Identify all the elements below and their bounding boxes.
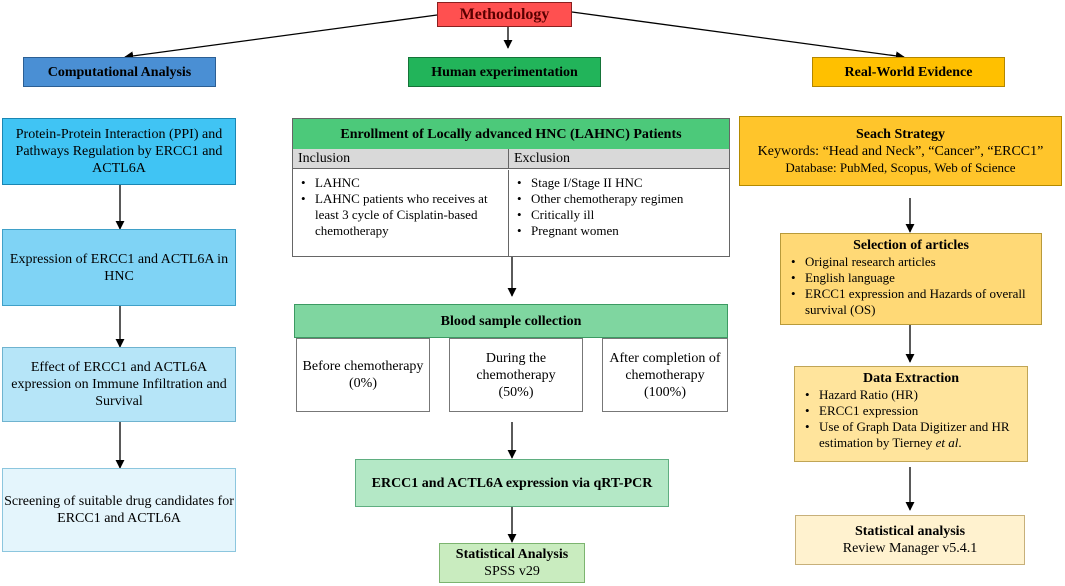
arrow-top-to-rwe [571,11,905,61]
arrow-top-to-computational [124,14,438,61]
phase-after-pct: (100%) [644,384,686,400]
drug-screening-text: Screening of suitable drug candidates fo… [4,494,234,526]
phase-after-label: After completion of chemotherapy [609,350,721,383]
exclusion-header: Exclusion [509,149,729,169]
human-stats-title: Statistical Analysis [455,547,569,562]
inclusion-header: Inclusion [293,149,509,169]
computational-analysis-header: Computational Analysis [23,57,216,87]
immune-infiltration-text: Effect of ERCC1 and ACTL6A expression on… [11,360,227,409]
phase-during-box: During the chemotherapy (50%) [449,338,583,412]
real-world-evidence-label: Real-World Evidence [844,64,973,80]
methodology-node: Methodology [437,2,572,27]
real-world-evidence-header: Real-World Evidence [812,57,1005,87]
search-keywords: Keywords: “Head and Neck”, “Cancer”, “ER… [757,144,1044,159]
qpcr-text: ERCC1 and ACTL6A expression via qRT-PCR [371,475,653,491]
qpcr-box: ERCC1 and ACTL6A expression via qRT-PCR [355,459,669,507]
data-extraction-box: Data Extraction Hazard Ratio (HR) ERCC1 … [794,366,1028,462]
exclusion-item: Other chemotherapy regimen [517,191,725,207]
rwe-stats-title: Statistical analysis [854,524,966,539]
enrollment-table: Enrollment of Locally advanced HNC (LAHN… [292,118,730,257]
methodology-label: Methodology [459,5,550,23]
search-strategy-title: Seach Strategy [855,127,946,142]
blood-collection-text: Blood sample collection [440,313,582,329]
human-experimentation-label: Human experimentation [431,64,578,80]
inclusion-list: LAHNC LAHNC patients who receives at lea… [297,175,504,239]
exclusion-item: Critically ill [517,207,725,223]
search-database: Database: PubMed, Scopus, Web of Science [785,160,1016,175]
exclusion-label: Exclusion [514,151,570,166]
phase-after-box: After completion of chemotherapy (100%) [602,338,728,412]
human-stats-sub: SPSS v29 [484,564,540,579]
phase-during-label: During the chemotherapy [476,350,556,383]
phase-before-pct: (0%) [349,376,377,391]
extraction-item: ERCC1 expression [805,403,1021,419]
phase-before-label: Before chemotherapy [302,359,424,374]
data-extraction-list: Hazard Ratio (HR) ERCC1 expression Use o… [801,387,1021,451]
immune-infiltration-box: Effect of ERCC1 and ACTL6A expression on… [2,347,236,422]
expression-hnc-text: Expression of ERCC1 and ACTL6A in HNC [9,251,229,284]
ppi-pathways-box: Protein-Protein Interaction (PPI) and Pa… [2,118,236,185]
enrollment-title-text: Enrollment of Locally advanced HNC (LAHN… [340,126,682,142]
rwe-stats-sub: Review Manager v5.4.1 [842,541,978,556]
ppi-pathways-text: Protein-Protein Interaction (PPI) and Pa… [15,127,223,176]
inclusion-label: Inclusion [298,151,351,166]
selection-item: ERCC1 expression and Hazards of overall … [791,286,1035,318]
exclusion-item: Stage I/Stage II HNC [517,175,725,191]
selection-articles-list: Original research articles English langu… [787,254,1035,318]
human-stats-box: Statistical Analysis SPSS v29 [439,543,585,583]
extraction-item-tierney: Use of Graph Data Digitizer and HR estim… [805,419,1021,451]
tierney-text: Use of Graph Data Digitizer and HR estim… [819,419,1010,450]
exclusion-item: Pregnant women [517,223,725,239]
search-strategy-box: Seach Strategy Keywords: “Head and Neck”… [739,116,1062,186]
data-extraction-title: Data Extraction [862,371,960,386]
expression-hnc-box: Expression of ERCC1 and ACTL6A in HNC [2,229,236,306]
selection-item: English language [791,270,1035,286]
drug-screening-box: Screening of suitable drug candidates fo… [2,468,236,552]
tierney-et-al: et al [935,435,959,450]
phase-before-box: Before chemotherapy (0%) [296,338,430,412]
inclusion-cell: LAHNC LAHNC patients who receives at lea… [293,170,509,256]
exclusion-list: Stage I/Stage II HNC Other chemotherapy … [513,175,725,239]
selection-articles-box: Selection of articles Original research … [780,233,1042,325]
phase-during-pct: (50%) [498,384,534,400]
human-experimentation-header: Human experimentation [408,57,601,87]
enrollment-title: Enrollment of Locally advanced HNC (LAHN… [293,119,729,150]
selection-articles-title: Selection of articles [853,238,969,253]
extraction-item: Hazard Ratio (HR) [805,387,1021,403]
blood-collection-header: Blood sample collection [294,304,728,338]
inclusion-item: LAHNC patients who receives at least 3 c… [301,191,504,239]
tierney-period: . [958,435,962,450]
rwe-stats-box: Statistical analysis Review Manager v5.4… [795,515,1025,565]
computational-analysis-label: Computational Analysis [47,64,192,80]
inclusion-item: LAHNC [301,175,504,191]
exclusion-cell: Stage I/Stage II HNC Other chemotherapy … [509,170,729,256]
selection-item: Original research articles [791,254,1035,270]
